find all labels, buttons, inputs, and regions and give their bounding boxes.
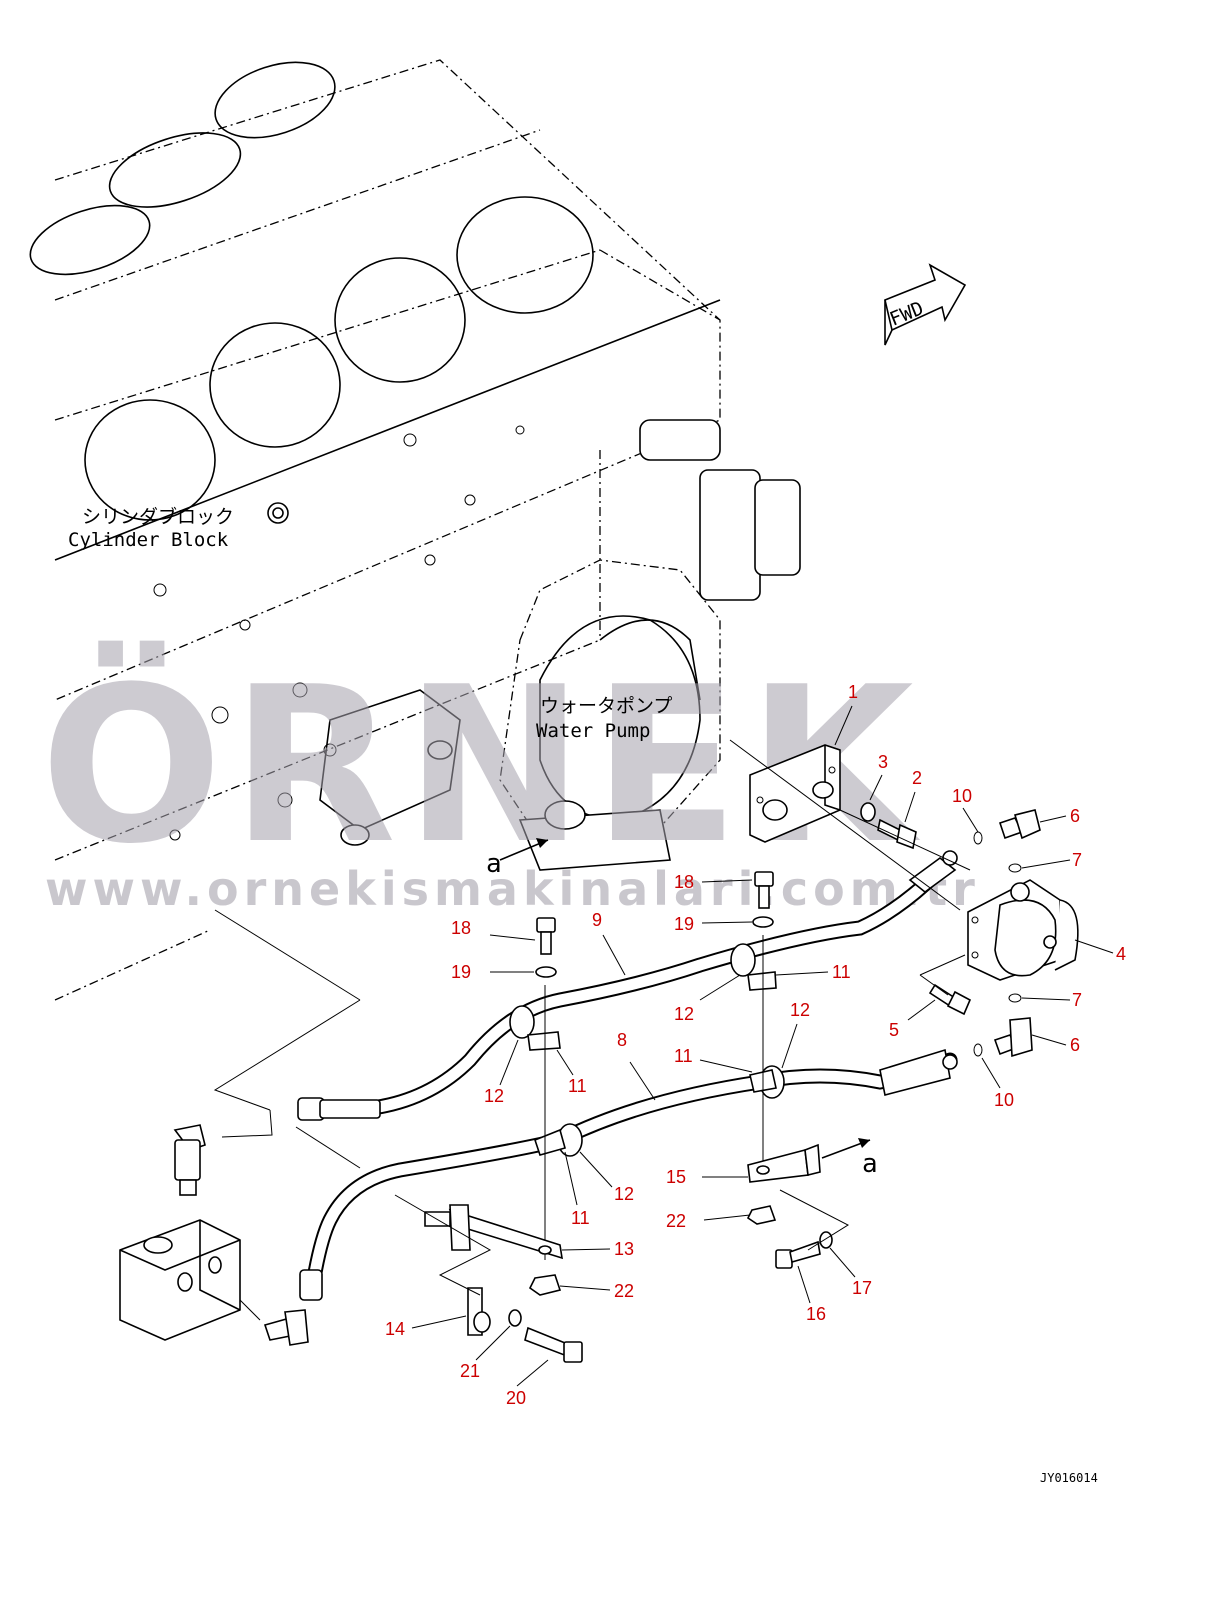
callout-13: 13 (614, 1239, 634, 1259)
callout-3: 3 (878, 752, 888, 772)
drawing-id: JY016014 (1040, 1471, 1098, 1485)
callout-11c: 11 (674, 1046, 693, 1066)
callout-19b: 19 (451, 962, 471, 982)
callout-16: 16 (806, 1304, 826, 1324)
callout-4: 4 (1116, 944, 1126, 964)
manifold-block (119, 1219, 241, 1341)
bracket-14 (467, 1287, 491, 1336)
hose-9 (297, 850, 958, 1121)
bracket-11-c (534, 1128, 566, 1156)
washer-19-right (752, 916, 774, 928)
watermark: ÖRNEK www.ornekismakinalari.com.tr (40, 640, 980, 916)
watermark-url: www.ornekismakinalari.com.tr (45, 862, 980, 916)
clamp-12-a (509, 1005, 535, 1039)
view-marker-a-2: a (862, 1149, 878, 1179)
callout-2: 2 (912, 768, 922, 788)
o-ring-10-top (973, 831, 983, 845)
callout-6a: 6 (1070, 806, 1080, 826)
callout-18b: 18 (451, 918, 471, 938)
elbow-fitting-6-bottom (993, 1017, 1033, 1058)
watermark-brand: ÖRNEK (40, 640, 922, 891)
callout-17: 17 (852, 1278, 872, 1298)
callout-12b: 12 (790, 1000, 810, 1020)
leader-lines (213, 739, 971, 1321)
fwd-arrow-icon: FWD (884, 263, 967, 346)
washer-3 (860, 802, 876, 822)
callout-6b: 6 (1070, 1035, 1080, 1055)
callout-8: 8 (617, 1030, 627, 1050)
callout-1: 1 (848, 682, 858, 702)
callout-10b: 10 (994, 1090, 1014, 1110)
callout-leaders (411, 705, 1114, 1387)
callout-5: 5 (889, 1020, 899, 1040)
o-ring-7-bottom (1008, 993, 1022, 1003)
elbow-fitting-6-top (998, 809, 1041, 840)
callout-10a: 10 (952, 786, 972, 806)
water-pump-label-en: Water Pump (536, 720, 650, 742)
callout-12c: 12 (484, 1086, 504, 1106)
callout-15: 15 (666, 1167, 686, 1187)
bolt-18-left (536, 917, 556, 955)
callout-12a: 12 (674, 1004, 694, 1024)
cylinder-block (29, 59, 721, 1001)
water-pump-label-jp: ウォータポンプ (540, 695, 672, 717)
callout-22b: 22 (614, 1281, 634, 1301)
washer-17 (819, 1231, 833, 1249)
water-pump (319, 419, 801, 871)
callout-22a: 22 (666, 1211, 686, 1231)
view-marker-a-1: a (486, 849, 502, 879)
callout-14: 14 (385, 1319, 405, 1339)
callout-7a: 7 (1072, 850, 1082, 870)
callout-20: 20 (506, 1388, 526, 1408)
callout-12d: 12 (614, 1184, 634, 1204)
callout-11a: 11 (832, 962, 851, 982)
cylinder-block-label-jp: シリンダブロック (82, 505, 234, 528)
washer-19-left (535, 966, 557, 978)
washer-21 (508, 1309, 522, 1327)
bolt-20 (524, 1326, 583, 1363)
bracket-11-b (747, 971, 777, 991)
callout-7b: 7 (1072, 990, 1082, 1010)
callout-11d: 11 (571, 1208, 590, 1228)
callout-11b: 11 (568, 1076, 587, 1096)
clamp-12-b (730, 943, 756, 977)
nut-22-left (528, 1274, 562, 1296)
flange-assembly-4 (967, 879, 1079, 981)
o-ring-7-top (1008, 863, 1022, 873)
bracket-15 (747, 1143, 821, 1183)
callouts: 1 2 3 4 5 6 6 7 7 8 9 10 10 11 11 11 11 … (385, 682, 1126, 1408)
bolt-5 (928, 983, 972, 1016)
bracket-13 (424, 1204, 563, 1260)
hose-8 (299, 1048, 958, 1301)
elbow-fitting-left (173, 1124, 206, 1196)
cover-plate (749, 744, 841, 843)
cylinder-block-label-en: Cylinder Block (68, 529, 229, 551)
bolt-16 (775, 1240, 821, 1269)
callout-19a: 19 (674, 914, 694, 934)
nut-22-right (746, 1205, 777, 1225)
o-ring-10-bottom (973, 1043, 983, 1057)
callout-21: 21 (460, 1361, 480, 1381)
callout-18a: 18 (674, 872, 694, 892)
elbow-fitting-small (263, 1309, 309, 1346)
bolt-18-right (754, 871, 774, 909)
bracket-11-a (527, 1031, 561, 1051)
callout-9: 9 (592, 910, 602, 930)
